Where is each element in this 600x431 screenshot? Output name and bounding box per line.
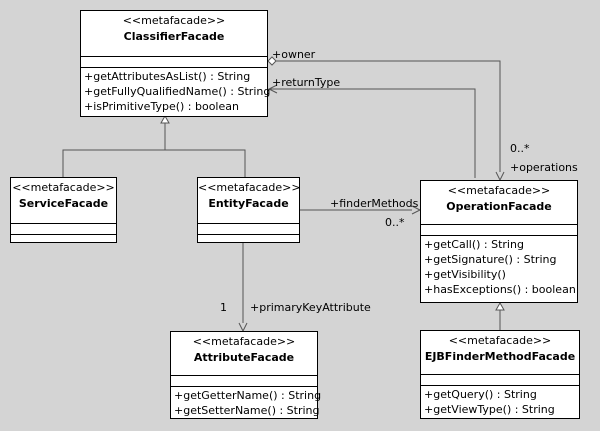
ejbfinder-facade-operation: +getQuery() : String xyxy=(424,388,537,401)
classifier-operation: +isPrimitiveType() : boolean xyxy=(84,100,239,113)
service-facade-name: ServiceFacade xyxy=(18,197,109,210)
ejbfinder-facade-stereotype: <<metafacade>> xyxy=(448,334,552,347)
classifier-facade-class[interactable]: <<metafacade>> ClassifierFacade +getAttr… xyxy=(80,10,271,117)
operations-role-label: +operations xyxy=(510,161,578,174)
ejbfinder-generalization-triangle xyxy=(495,301,505,311)
classifier-operation: +getAttributesAsList() : String xyxy=(84,70,251,83)
entity-facade-name: EntityFacade xyxy=(208,197,289,210)
service-facade-stereotype: <<metafacade>> xyxy=(12,181,115,194)
operation-facade-operation: +getVisibility() xyxy=(424,268,506,281)
findermethods-multiplicity-label: 0..* xyxy=(385,216,405,229)
primarykey-role-label: +primaryKeyAttribute xyxy=(250,301,371,314)
operation-facade-operation: +getCall() : String xyxy=(424,238,524,251)
operation-facade-name: OperationFacade xyxy=(446,200,552,213)
classifier-facade-name: ClassifierFacade xyxy=(123,30,225,43)
primarykey-multiplicity-label: 1 xyxy=(220,301,227,314)
ejbfinder-method-facade-class[interactable]: <<metafacade>> EJBFinderMethodFacade +ge… xyxy=(420,330,580,419)
ejbfinder-facade-operation: +getViewType() : String xyxy=(424,403,555,416)
operations-multiplicity-label: 0..* xyxy=(510,142,530,155)
findermethods-role-label: +finderMethods xyxy=(330,197,419,210)
operation-facade-stereotype: <<metafacade>> xyxy=(447,184,551,197)
returntype-arrowhead xyxy=(267,84,278,94)
primarykey-arrowhead xyxy=(238,322,248,333)
attribute-facade-name: AttributeFacade xyxy=(193,351,295,364)
returntype-role-label: +returnType xyxy=(272,76,341,89)
attribute-facade-operation: +getGetterName() : String xyxy=(174,389,322,402)
classifier-operation: +getFullyQualifiedName() : String xyxy=(84,85,271,98)
ejbfinder-facade-name: EJBFinderMethodFacade xyxy=(424,350,576,363)
owner-association-line xyxy=(276,60,501,172)
service-facade-class[interactable]: <<metafacade>> ServiceFacade xyxy=(10,177,117,243)
operation-facade-operation: +getSignature() : String xyxy=(424,253,557,266)
owner-role-label: +owner xyxy=(272,48,316,61)
operation-facade-operation: +hasExceptions() : boolean xyxy=(424,283,576,296)
entity-facade-stereotype: <<metafacade>> xyxy=(198,181,301,194)
owner-arrowhead xyxy=(495,171,505,182)
classifier-facade-stereotype: <<metafacade>> xyxy=(122,14,226,27)
attribute-facade-stereotype: <<metafacade>> xyxy=(192,335,296,348)
generalization-branch-line xyxy=(62,149,246,177)
generalization-triangle xyxy=(160,114,170,124)
attribute-facade-operation: +getSetterName() : String xyxy=(174,404,320,417)
owner-aggregation-diamond xyxy=(267,56,277,66)
returntype-association-line xyxy=(269,88,476,178)
entity-facade-class[interactable]: <<metafacade>> EntityFacade xyxy=(197,177,301,243)
attribute-facade-class[interactable]: <<metafacade>> AttributeFacade +getGette… xyxy=(170,331,322,419)
operation-facade-class[interactable]: <<metafacade>> OperationFacade +getCall(… xyxy=(420,180,578,303)
